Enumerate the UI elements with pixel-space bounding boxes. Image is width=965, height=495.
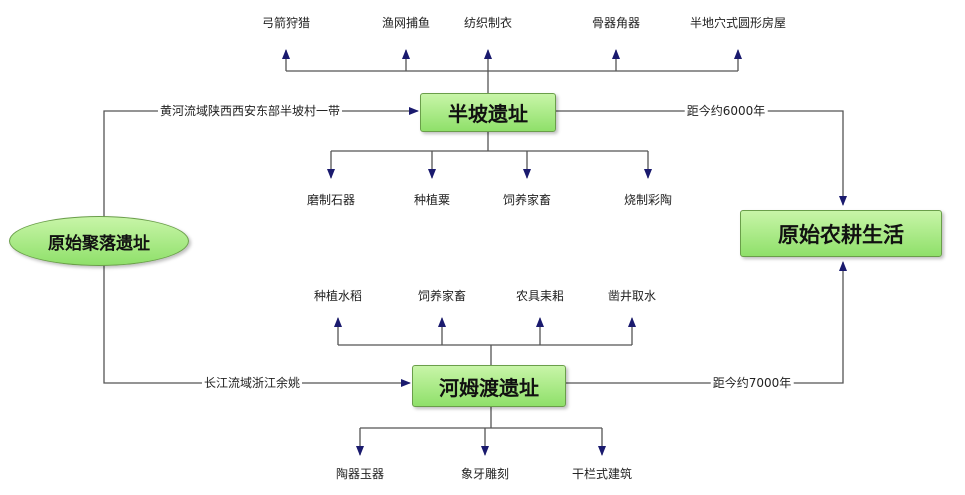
hemudu-top-item: 农具耒耜 bbox=[515, 289, 565, 303]
banpo-top-item: 弓箭狩猎 bbox=[261, 16, 311, 30]
banpo-bottom-item: 种植粟 bbox=[413, 193, 451, 207]
hemudu-age-label: 距今约7000年 bbox=[710, 376, 794, 390]
hemudu-bottom-item: 象牙雕刻 bbox=[460, 467, 510, 481]
hemudu-top-item: 饲养家畜 bbox=[417, 289, 467, 303]
hemudu-location-label: 长江流域浙江余姚 bbox=[201, 376, 303, 390]
banpo-node-label: 半坡遗址 bbox=[448, 102, 528, 126]
banpo-node: 半坡遗址 bbox=[420, 93, 556, 132]
hemudu-bottom-item: 干栏式建筑 bbox=[571, 467, 633, 481]
banpo-location-label: 黄河流域陕西西安东部半坡村一带 bbox=[157, 104, 343, 118]
farming-node-label: 原始农耕生活 bbox=[778, 222, 904, 247]
hemudu-top-item: 凿井取水 bbox=[607, 289, 657, 303]
origin-node: 原始聚落遗址 bbox=[9, 216, 189, 266]
banpo-age-label: 距今约6000年 bbox=[684, 104, 768, 118]
banpo-bottom-item: 饲养家畜 bbox=[502, 193, 552, 207]
banpo-bottom-item: 磨制石器 bbox=[306, 193, 356, 207]
hemudu-bottom-item: 陶器玉器 bbox=[335, 467, 385, 481]
hemudu-node-label: 河姆渡遗址 bbox=[439, 375, 539, 400]
banpo-top-item: 骨器角器 bbox=[591, 16, 641, 30]
hemudu-top-item: 种植水稻 bbox=[313, 289, 363, 303]
banpo-bottom-item: 烧制彩陶 bbox=[623, 193, 673, 207]
origin-node-label: 原始聚落遗址 bbox=[48, 233, 150, 254]
banpo-top-item: 半地穴式圆形房屋 bbox=[689, 16, 787, 30]
banpo-top-item: 渔网捕鱼 bbox=[381, 16, 431, 30]
farming-node: 原始农耕生活 bbox=[740, 210, 942, 257]
hemudu-node: 河姆渡遗址 bbox=[412, 365, 566, 407]
banpo-top-item: 纺织制衣 bbox=[463, 16, 513, 30]
